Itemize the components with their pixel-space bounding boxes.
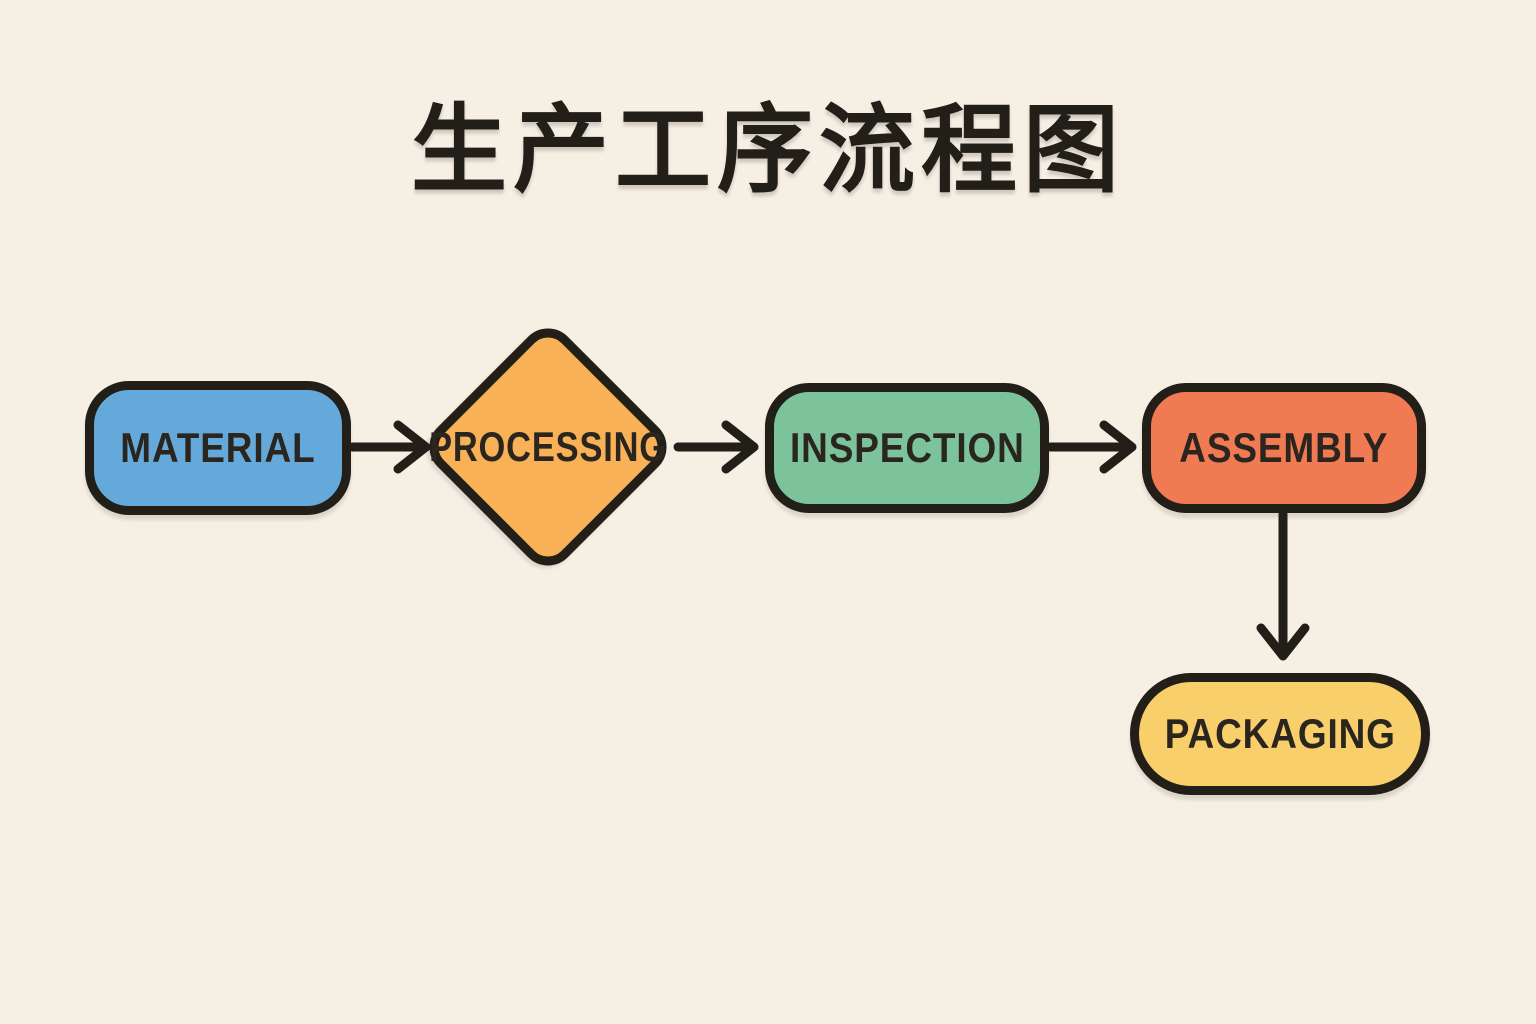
arrow-inspection-to-assembly-icon [1045, 420, 1137, 474]
node-packaging-label: PACKAGING [1164, 710, 1396, 757]
node-inspection-label: INSPECTION [789, 424, 1025, 471]
node-packaging: PACKAGING [1130, 673, 1430, 795]
arrow-assembly-to-packaging-icon [1256, 509, 1310, 661]
node-assembly-label: ASSEMBLY [1179, 424, 1389, 471]
node-processing-label: PROCESSING [429, 423, 667, 470]
node-material: MATERIAL [85, 381, 351, 515]
node-material-label: MATERIAL [120, 424, 316, 471]
arrow-material-to-processing-icon [347, 420, 431, 474]
node-inspection: INSPECTION [765, 383, 1049, 513]
node-assembly: ASSEMBLY [1142, 383, 1426, 513]
diagram-title: 生产工序流程图 [411, 97, 1125, 204]
arrow-processing-to-inspection-icon [673, 420, 759, 474]
node-processing: PROCESSING [417, 316, 679, 578]
